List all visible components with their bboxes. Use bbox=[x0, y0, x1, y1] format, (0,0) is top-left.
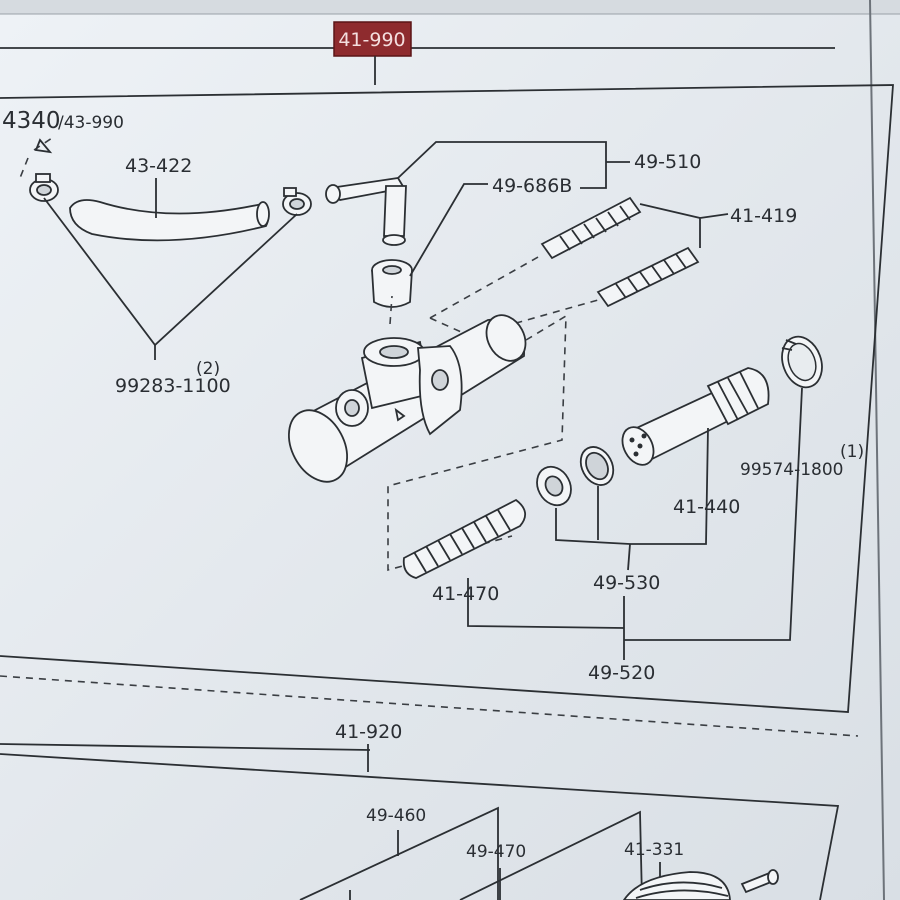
group-badge-label: 41-990 bbox=[338, 29, 405, 51]
spring-icon bbox=[402, 498, 526, 579]
section-divider bbox=[0, 675, 859, 737]
lower-part-b-leader bbox=[459, 810, 643, 900]
snap-ring-callout: 99574-1800 bbox=[740, 460, 843, 480]
lower-group-callout: 41-920 bbox=[335, 721, 402, 743]
top-strip bbox=[0, 0, 900, 14]
pipe-assy-callout: 49-510 bbox=[634, 151, 701, 173]
lower-part-a-callout: 49-460 bbox=[366, 806, 426, 826]
lower-header-rule-left bbox=[0, 743, 371, 751]
cup-set-stem bbox=[627, 543, 631, 571]
repair-kit-callout: 49-520 bbox=[588, 662, 655, 684]
stud-icon bbox=[596, 246, 700, 308]
page-edge bbox=[869, 0, 885, 900]
snap-ring-qty-label: (1) bbox=[840, 442, 864, 462]
group-badge[interactable]: 41-990 bbox=[333, 21, 412, 57]
spring-callout: 41-470 bbox=[432, 583, 499, 605]
clamp-callout: 99283-1100 bbox=[115, 375, 231, 397]
lower-frame bbox=[0, 753, 840, 900]
lower-part-b-callout: 49-470 bbox=[466, 842, 526, 862]
stud-callout: 41-419 bbox=[730, 205, 797, 227]
cup-set-leader bbox=[555, 486, 631, 545]
grommet-icon bbox=[371, 259, 413, 308]
pipe-icon bbox=[325, 177, 407, 246]
snap-ring-leader bbox=[624, 387, 803, 641]
ref-43340-label: 4340 bbox=[2, 108, 61, 134]
clamp-icon bbox=[29, 173, 59, 202]
seal-icon bbox=[536, 465, 572, 507]
stud-icon bbox=[540, 196, 642, 260]
hose-icon bbox=[69, 199, 270, 242]
lower-part-a-leader bbox=[299, 806, 499, 900]
pin-icon bbox=[740, 869, 779, 894]
seal-icon bbox=[579, 446, 615, 486]
boot-icon bbox=[622, 871, 731, 900]
master-cylinder-icon[interactable] bbox=[277, 308, 533, 491]
ref-arrow bbox=[19, 137, 53, 179]
pipe-assy-bracket bbox=[397, 141, 607, 189]
piston-leader bbox=[630, 427, 709, 545]
hose-callout: 43-422 bbox=[125, 155, 192, 177]
grommet-callout: 49-686B bbox=[492, 175, 572, 197]
diagram-frame bbox=[0, 84, 894, 713]
piston-icon bbox=[621, 367, 770, 466]
snap-ring-icon bbox=[781, 335, 823, 389]
cup-set-callout: 49-530 bbox=[593, 572, 660, 594]
ref-43340-suffix-label: /43-990 bbox=[58, 113, 124, 133]
spring-leader bbox=[467, 578, 625, 629]
piston-callout: 41-440 bbox=[673, 496, 740, 518]
arrow-head-icon bbox=[34, 138, 53, 154]
grommet-leader bbox=[409, 183, 488, 277]
clamp-qty-label: (2) bbox=[196, 359, 220, 379]
clamp-icon bbox=[282, 187, 312, 216]
stud-leader bbox=[639, 203, 729, 248]
lower-part-c-callout: 41-331 bbox=[624, 840, 684, 860]
